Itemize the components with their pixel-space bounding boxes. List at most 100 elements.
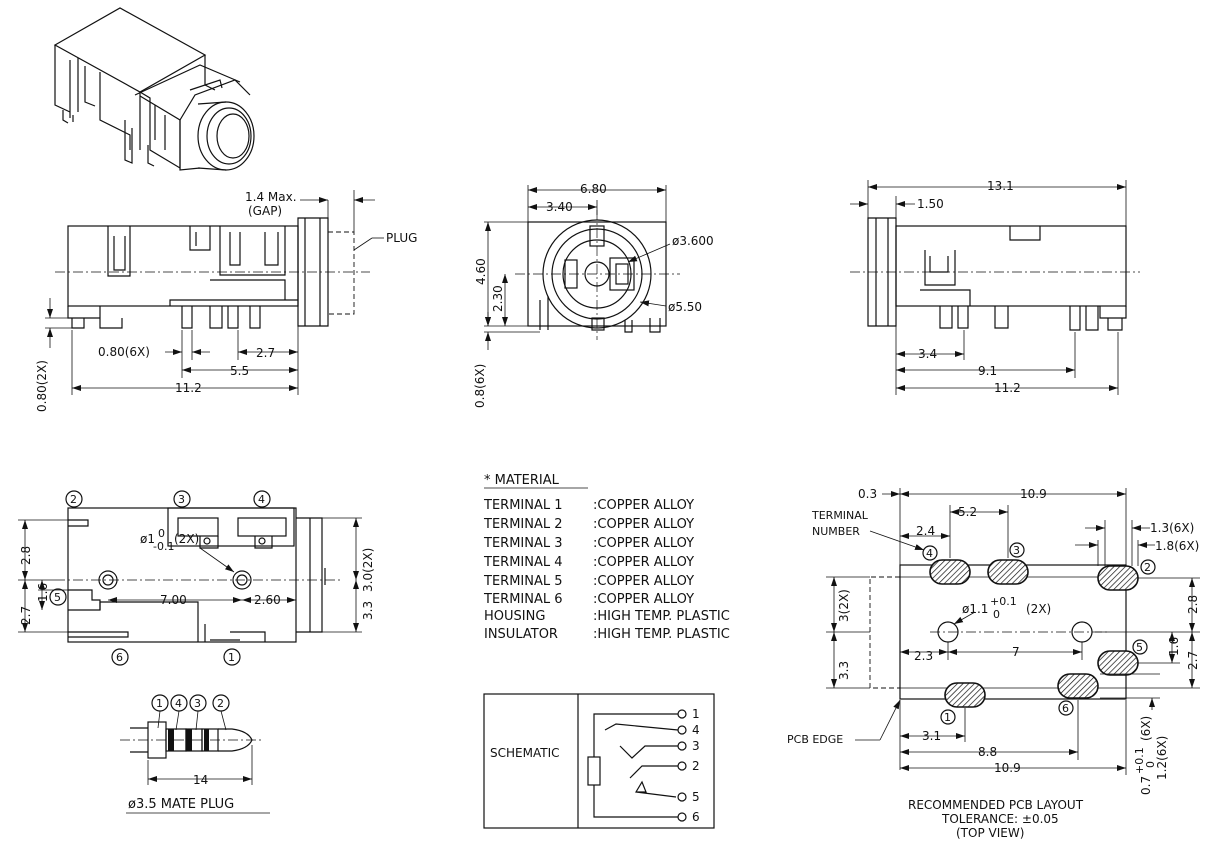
pcb-dim-8-8: 8.8 [978,745,997,759]
bottom-dim-3-3: 3.3 [361,601,375,620]
pcb-pad-count: (6X) [1139,716,1153,741]
plug-number-2: 2 [217,697,224,710]
pcb-dim-1-8: 1.8(6X) [1155,539,1199,553]
pcb-terminal-6: 6 [1062,702,1069,715]
material-table: * MATERIAL TERMINAL 1 :COPPER ALLOY TERM… [483,473,730,642]
schematic-pin-6: 6 [692,810,700,824]
pcb-hole-tol-upper: +0.1 [990,595,1017,608]
material-row-part: TERMINAL 3 [483,536,563,551]
pin-width-label: 0.80(6X) [98,345,150,359]
mate-plug: 1 4 3 2 14 ø3.5 MATE PLUG [120,694,270,814]
bottom-hole-tol-lower: -0.1 [153,540,174,553]
pcb-layout: 4 3 2 5 1 6 0.3 10.9 5.2 TERMINAL NUMBER… [787,487,1200,840]
dim-2-7: 2.7 [256,346,275,360]
bottom-dim-3-0: 3.0(2X) [361,548,375,592]
pcb-terminal-3: 3 [1013,544,1020,557]
pcb-pad-tol-upper: +0.1 [1133,747,1146,774]
pcb-pad-tol: 0.7 [1139,776,1153,795]
material-row-part: TERMINAL 5 [483,574,563,589]
material-title: * MATERIAL [484,473,560,488]
pcb-dim-2-4: 2.4 [916,524,935,538]
pcb-hole-tol-lower: 0 [993,608,1000,621]
terminal-2: 2 [70,493,77,506]
dim-5-5: 5.5 [230,364,249,378]
pcb-dim-3-2x: 3(2X) [837,589,851,622]
material-row-material: :COPPER ALLOY [593,536,694,551]
front-half-width: 3.40 [546,200,573,214]
pcb-terminal-2: 2 [1144,561,1151,574]
material-row-part: TERMINAL 1 [483,498,563,513]
material-row-part: INSULATOR [484,627,558,642]
material-row-part: HOUSING [484,609,545,624]
bottom-dim-1-6: 1.6 [36,583,50,602]
pcb-hole-count: (2X) [1026,602,1051,616]
material-row-material: :COPPER ALLOY [593,517,694,532]
pcb-dim-5-2: 5.2 [958,505,977,519]
front-pin-height: 0.8(6X) [473,364,487,408]
material-row-material: :HIGH TEMP. PLASTIC [593,609,730,624]
pcb-dim-2-8: 2.8 [1186,595,1200,614]
pin-height-label: 0.80(2X) [35,360,49,412]
bottom-dim-2-8: 2.8 [19,546,33,565]
plug-number-1: 1 [156,697,163,710]
pcb-dim-3-3: 3.3 [837,661,851,680]
pcb-dim-10-9-top: 10.9 [1020,487,1047,501]
pcb-caption-3: (TOP VIEW) [956,826,1024,840]
plug-label: PLUG [386,231,417,245]
pcb-dim-1-6: 1.6 [1167,637,1181,656]
pcb-pad-tol-lower: 0 [1144,761,1157,768]
pcb-dim-0-3: 0.3 [858,487,877,501]
material-row-material: :COPPER ALLOY [593,498,694,513]
plug-number-4: 4 [175,697,182,710]
bottom-hole-dia: ø1 [140,532,155,546]
material-row-part: TERMINAL 4 [483,555,563,570]
schematic-pin-1: 1 [692,707,700,721]
material-row-part: TERMINAL 6 [483,592,563,607]
plug-length: 14 [193,773,208,787]
side-view-right: 13.1 1.50 3.4 9.1 11.2 [850,179,1140,395]
plug-caption: ø3.5 MATE PLUG [128,797,234,812]
pcb-terminal-5: 5 [1136,641,1143,654]
bottom-dim-2-60: 2.60 [254,593,281,607]
isometric-view [53,7,255,171]
schematic-pin-5: 5 [692,790,700,804]
material-row-material: :COPPER ALLOY [593,555,694,570]
schematic-label: SCHEMATIC [490,746,559,760]
bottom-dim-2-7: 2.7 [19,606,33,625]
terminal-label-1: TERMINAL [811,509,869,522]
bottom-hole-tol-upper: 0 [158,527,165,540]
inner-dia: ø3.600 [672,234,714,248]
pcb-dim-1-3: 1.3(6X) [1150,521,1194,535]
terminal-3: 3 [178,493,185,506]
pcb-dim-3-1: 3.1 [922,729,941,743]
side-view-left: 1.4 Max. (GAP) PLUG 0.80(2X) 0.80(6X) 2.… [35,190,417,412]
dim-11-2: 11.2 [175,381,202,395]
pcb-dim-7: 7 [1012,645,1020,659]
pcb-dim-2-3: 2.3 [914,649,933,663]
terminal-1: 1 [228,651,235,664]
plug-number-3: 3 [194,697,201,710]
pcb-dim-2-7: 2.7 [1186,651,1200,670]
flange-label: 1.50 [917,197,944,211]
pcb-dim-1-2: 1.2(6X) [1155,736,1169,780]
schematic: SCHEMATIC 1 4 3 2 5 6 [483,693,715,829]
front-view: 6.80 3.40 4.60 2.30 ø3.600 ø5.50 0.8(6X) [473,182,714,408]
pcb-caption-1: RECOMMENDED PCB LAYOUT [908,798,1084,812]
dim-11-2-right: 11.2 [994,381,1021,395]
terminal-4: 4 [258,493,265,506]
front-width: 6.80 [580,182,607,196]
material-row-material: :HIGH TEMP. PLASTIC [593,627,730,642]
pcb-edge-label: PCB EDGE [787,733,843,746]
dim-9-1: 9.1 [978,364,997,378]
pcb-dim-10-9-bottom: 10.9 [994,761,1021,775]
schematic-pin-2: 2 [692,759,700,773]
bottom-dim-7-00: 7.00 [160,593,187,607]
pcb-terminal-4: 4 [926,547,933,560]
gap-sub: (GAP) [248,204,282,218]
material-row-part: TERMINAL 2 [483,517,563,532]
length-label: 13.1 [987,179,1014,193]
pcb-terminal-1: 1 [944,711,951,724]
outer-dia: ø5.50 [668,300,702,314]
bottom-view: 2 3 4 5 6 1 2.8 2.7 1.6 ø1 0 -0.1 (2X) 7… [18,490,375,666]
